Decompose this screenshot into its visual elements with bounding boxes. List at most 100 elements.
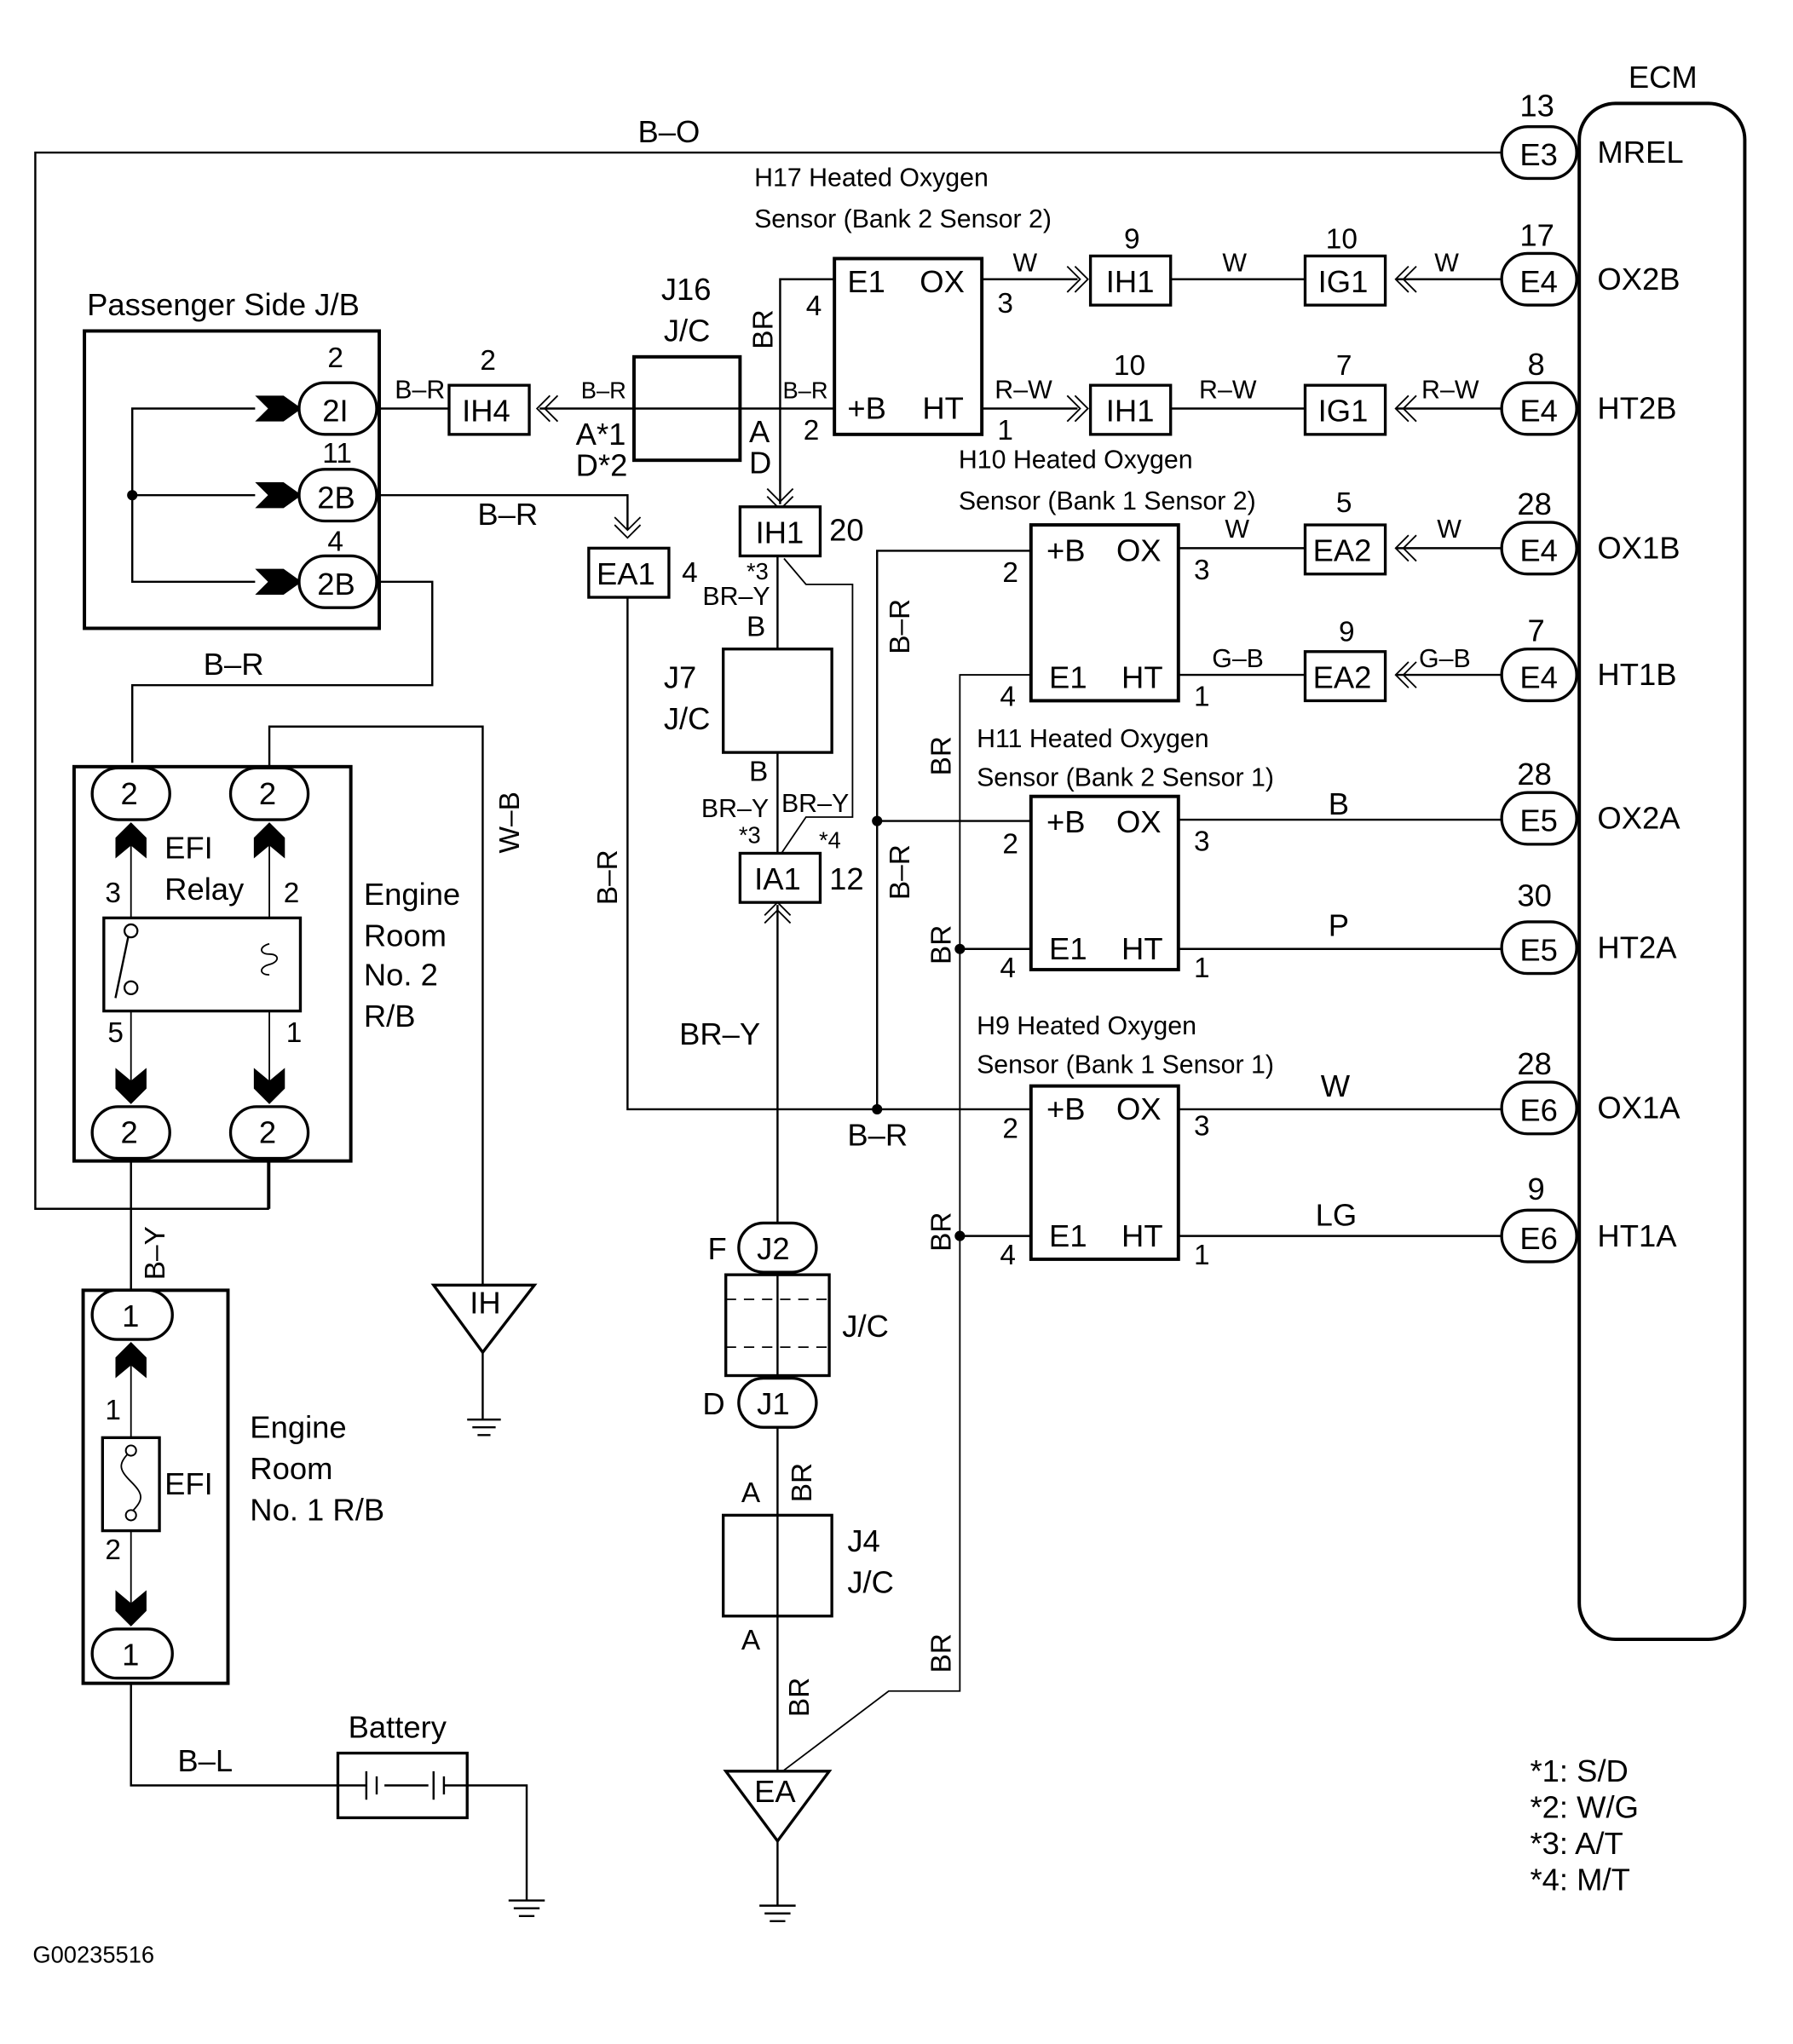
pin-number: 2 [327,343,343,374]
wire-label: B–R [477,497,538,532]
wire-ground [467,1784,528,1901]
connector-ig1: IG1 10 [1303,223,1387,307]
wire-label: W [1434,250,1459,278]
pin-label: A [741,1477,761,1509]
pin-number: 7 [1336,350,1352,382]
connector-label: 1 [122,1637,139,1672]
wire-label: LG [1316,1197,1358,1232]
switch-contact [123,923,139,939]
pin-number: 4 [1000,1240,1016,1271]
wire-label: B–Y [140,1226,171,1280]
pin-function: E1 [1049,931,1087,966]
sensor-subtitle: Sensor (Bank 1 Sensor 2) [959,487,1256,515]
block-title: Passenger Side J/B [87,287,360,322]
pin-number: 12 [829,861,864,896]
connector-label: E3 [1519,137,1558,172]
connector-arrow-icon [535,394,559,423]
pin-label: A [741,1625,761,1656]
ground-label: EA [754,1774,796,1809]
splice-dot [954,1230,966,1241]
pin-number: 7 [1527,613,1544,648]
option-marker: *3 [747,558,769,584]
connector-label: 2B [317,567,355,602]
pin-number: 2 [284,878,300,909]
connector-label: EA1 [597,556,655,591]
wire-mrel [34,151,1502,1210]
wire-label: R–W [1199,376,1257,404]
pin-number: 3 [105,878,121,909]
connector-ih1: IH1 9 [1088,223,1173,307]
wire-b-l [130,1683,338,1787]
option-marker: *4 [819,826,841,853]
wire-br [779,278,835,504]
pin-number: 3 [1194,1110,1210,1142]
connector-arrow-icon [1394,661,1417,688]
ground-icon [508,1899,545,1917]
pin-function: HT [1121,931,1163,966]
wire-label: W [1437,515,1461,544]
connector-label: 2 [259,1114,276,1149]
switch-contact [123,980,139,996]
ecm-terminal: E4 7 HT1B [1500,613,1676,703]
splice-dot [872,815,883,826]
connector-ia1: IA1 12 [738,851,864,904]
connector-label: IA1 [754,861,801,896]
junction-type: J/C [842,1309,889,1344]
ground-ea: EA [723,1770,833,1923]
pin-label: A [749,414,770,449]
wire-label: G–B [1212,645,1264,673]
engine-room-no2-rb: 2 2 2 2 EFI Relay 3 2 5 1 Engine Room No… [72,764,460,1163]
terminal-arrow-icon [255,395,302,422]
engine-room-no1-rb: 1 1 EFI 1 2 Engine Room No. 1 R/B [81,1288,384,1685]
pin-function: +B [1046,1091,1086,1126]
sensor-h9: H9 Heated Oxygen Sensor (Bank 1 Sensor 1… [977,1012,1274,1271]
junction-name: J16 [661,272,712,307]
relay-name: Relay [164,872,245,907]
junction-jc: J2 F J/C J1 D [702,1221,889,1429]
pin-number: 5 [1336,487,1352,519]
junction-j4: J4 J/C [722,1513,894,1618]
connector-ea2: EA2 5 [1303,487,1387,576]
connector-label: IH1 [1106,264,1155,299]
wire-label: W [1013,250,1038,278]
wire-label: W [1321,1068,1351,1103]
connector-label: J1 [757,1386,789,1421]
wire-label: BR [784,1678,816,1717]
sensor-h10: H10 Heated Oxygen Sensor (Bank 1 Sensor … [959,446,1256,712]
wire-b-r [131,580,434,763]
pin-function: HT [1121,1218,1163,1253]
relay-name: EFI [164,831,213,866]
block-title: No. 1 R/B [250,1492,384,1527]
pin-number: 10 [1114,350,1145,382]
ecm-terminal: E4 28 OX1B [1500,487,1681,576]
ecm-terminal: E6 9 HT1A [1500,1172,1677,1264]
pin-function: HT [1121,659,1163,694]
wire-label: B–L [177,1743,233,1778]
connector-label: E5 [1519,932,1558,967]
footnote: *2: W/G [1531,1789,1639,1824]
pin-number: 4 [1000,681,1016,712]
battery-cell-icon [337,1771,468,1800]
pin-number: 2 [480,345,496,377]
passenger-side-jb: Passenger Side J/B 2I 2B 2B 2 11 4 [83,287,382,630]
pin-number: 1 [286,1017,303,1049]
ecm-body [1577,101,1747,1642]
pin-number: 10 [1326,223,1358,255]
fuse-label: EFI [164,1466,213,1501]
wire-label: BR–Y [701,795,769,823]
terminal-arrow-icon [253,822,285,859]
wire-label: W [1225,515,1249,544]
sensor-title: H17 Heated Oxygen [754,164,989,193]
wire-label: BR [787,1463,818,1502]
terminal-arrow-icon [115,822,147,859]
wire-label: W [1222,250,1247,278]
pin-number: 1 [1194,681,1210,712]
wire-b-r [626,597,1036,1111]
pin-number: 1 [105,1395,121,1426]
connector-label: IH1 [1106,394,1155,429]
pin-number: 4 [1000,953,1016,984]
pin-number: 30 [1517,878,1552,913]
footnote: *3: A/T [1531,1826,1623,1861]
pin-number: 4 [682,557,698,589]
pin-number: 1 [1194,1240,1210,1271]
